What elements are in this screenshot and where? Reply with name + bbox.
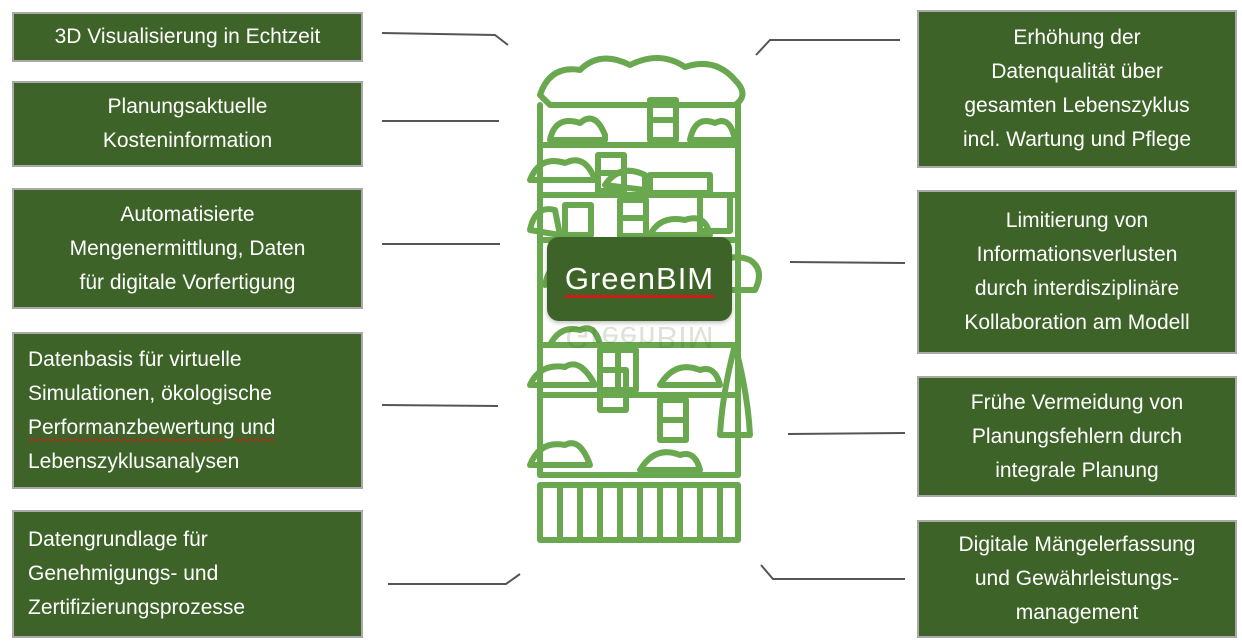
benefit-text-line: 3D Visualisierung in Echtzeit [28,20,347,54]
benefit-text-line: Genehmigungs- und [28,557,347,591]
benefit-text-line: für digitale Vorfertigung [28,266,347,300]
benefit-text-line: Datenbasis für virtuelle [28,343,347,377]
benefit-text-line: Automatisierte [28,198,347,232]
benefit-text-line: Erhöhung der [933,21,1221,55]
benefit-text-line: integrale Planung [933,454,1221,488]
benefit-text-line: Datengrundlage für [28,523,347,557]
benefit-text-line: incl. Wartung und Pflege [933,123,1221,157]
connector-left-5 [388,574,520,584]
benefit-text-line: Datenqualität über [933,55,1221,89]
benefit-box-left-4: Datenbasis für virtuelle Simulationen, ö… [12,332,363,489]
benefit-box-left-1: 3D Visualisierung in Echtzeit [12,12,363,62]
connector-right-4 [761,565,905,579]
greenbim-center-label: GreenBIM [547,237,732,321]
benefit-box-right-1: Erhöhung der Datenqualität über gesamten… [917,10,1237,168]
connector-right-1 [756,40,900,55]
benefit-text-line: gesamten Lebenszyklus [933,89,1221,123]
benefit-box-right-3: Frühe Vermeidung von Planungsfehlern dur… [917,376,1237,497]
benefit-text-line: durch interdisziplinäre [933,272,1221,306]
greenbim-text: GreenBIM [565,261,714,297]
benefit-text-line: Digitale Mängelerfassung [933,528,1221,562]
benefit-box-left-3: Automatisierte Mengenermittlung, Daten f… [12,188,363,309]
benefit-text-line: Frühe Vermeidung von [933,386,1221,420]
benefit-text-line: Lebenszyklusanalysen [28,445,347,479]
benefit-text-line: und Gewährleistungs- [933,562,1221,596]
connector-left-1 [382,33,508,45]
benefit-text-line: Planungsaktuelle [28,90,347,124]
benefit-text-line: Planungsfehlern durch [933,420,1221,454]
benefit-text-line: Limitierung von [933,204,1221,238]
connector-right-2 [790,262,905,263]
benefit-text-line: Simulationen, ökologische [28,377,347,411]
benefit-text-line: Kosteninformation [28,124,347,158]
benefit-box-left-2: Planungsaktuelle Kosteninformation [12,81,363,167]
greenbim-reflection: GreenBIM [560,322,720,352]
benefit-box-right-4: Digitale Mängelerfassung und Gewährleist… [917,520,1237,638]
benefit-box-right-2: Limitierung von Informationsverlusten du… [917,190,1237,354]
benefit-text-line: Mengenermittlung, Daten [28,232,347,266]
connector-right-3 [788,433,905,434]
connector-left-4 [382,405,498,406]
benefit-text-line: Informationsverlusten [933,238,1221,272]
benefit-text-line: management [933,596,1221,630]
benefit-text-line: Kollaboration am Modell [933,306,1221,340]
benefit-text-line-spellcheck: Performanzbewertung und [28,411,347,445]
benefit-text-line: Zertifizierungsprozesse [28,591,347,625]
benefit-box-left-5: Datengrundlage für Genehmigungs- und Zer… [12,510,363,638]
